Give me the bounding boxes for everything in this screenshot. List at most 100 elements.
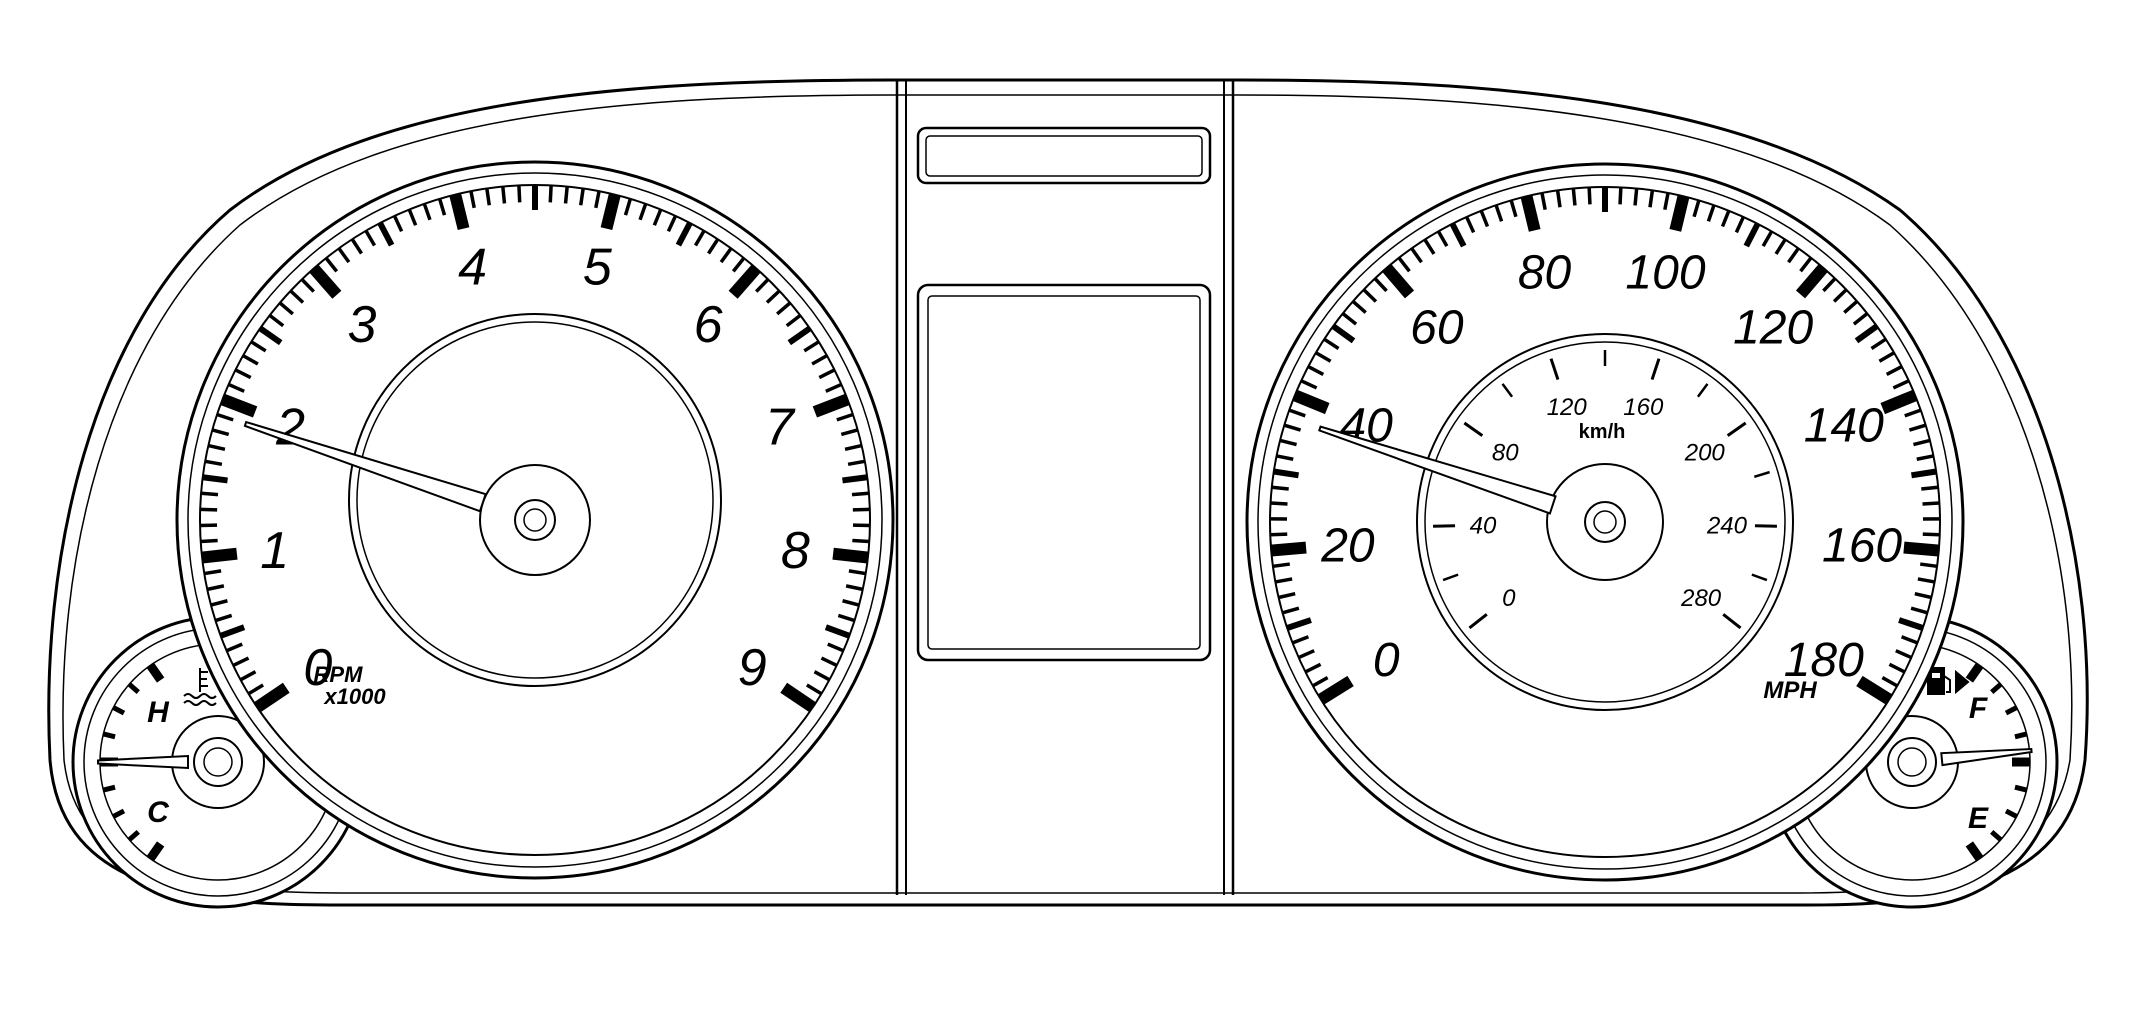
mph-minor-tick <box>1706 204 1716 222</box>
mph-minor-tick <box>1734 216 1745 234</box>
mph-minor-tick <box>1341 312 1358 326</box>
tacho-label-5: 5 <box>583 238 613 296</box>
temp-tick <box>102 731 116 740</box>
kmh-major-tick <box>1468 613 1488 630</box>
mph-minor-tick <box>1878 351 1895 363</box>
tacho-minor-tick <box>852 538 870 544</box>
mph-minor-tick <box>1351 300 1367 314</box>
info-display-window <box>916 283 1212 662</box>
mph-minor-tick <box>1910 606 1928 615</box>
tacho-minor-tick <box>289 289 305 304</box>
mph-minor-tick <box>1362 288 1378 303</box>
mph-minor-tick <box>1922 501 1940 506</box>
tacho-minor-tick <box>693 229 706 247</box>
mph-minor-tick <box>1881 676 1899 688</box>
speedometer-needle <box>1318 425 1557 515</box>
mph-minor-tick <box>1410 247 1423 264</box>
mph-minor-tick <box>1311 676 1329 688</box>
tacho-minor-tick <box>719 247 733 264</box>
tacho-minor-tick <box>469 190 476 209</box>
fuel-pump-icon <box>1927 667 1970 695</box>
tacho-minor-tick <box>813 670 831 682</box>
kmh-label-200: 200 <box>1684 439 1726 466</box>
mph-minor-tick <box>1509 199 1518 218</box>
mph-minor-tick <box>1291 635 1310 645</box>
tacho-minor-tick <box>638 203 648 221</box>
kmh-label-240: 240 <box>1706 513 1748 540</box>
kmh-major-tick <box>1726 421 1747 437</box>
tacho-minor-tick <box>206 584 225 592</box>
mph-major-tick <box>1270 541 1307 557</box>
mph-minor-tick <box>1540 192 1547 211</box>
kmh-major-tick <box>1650 358 1661 381</box>
tacho-mid-tick <box>824 624 851 639</box>
tacho-minor-tick <box>200 491 219 497</box>
mph-mid-tick <box>1449 222 1467 248</box>
tacho-minor-tick <box>242 354 259 366</box>
tacho-minor-tick <box>820 656 838 668</box>
tacho-minor-tick <box>350 238 363 255</box>
mph-label-120: 120 <box>1733 302 1813 355</box>
kmh-label-80: 80 <box>1492 439 1519 466</box>
tacho-major-tick <box>309 264 342 299</box>
tacho-mid-tick <box>675 221 693 247</box>
mph-label-0: 0 <box>1373 634 1400 687</box>
mph-minor-tick <box>1271 485 1289 491</box>
mph-minor-tick <box>1276 454 1294 461</box>
tacho-major-tick <box>220 393 258 418</box>
mph-minor-tick <box>1919 562 1938 569</box>
tacho-minor-tick <box>840 428 859 437</box>
tacho-minor-tick <box>300 278 316 293</box>
tacho-mid-tick <box>219 624 246 639</box>
tacho-minor-tick <box>517 185 522 203</box>
tacho-label-3: 3 <box>348 296 377 354</box>
tacho-minor-tick <box>805 683 823 696</box>
tacho-mid-tick <box>787 325 812 346</box>
mph-minor-tick <box>1323 337 1340 350</box>
temp-hot-label: H <box>147 696 170 729</box>
tacho-minor-tick <box>578 188 585 206</box>
tacho-minor-tick <box>234 368 252 380</box>
tacho-major-tick <box>812 393 850 418</box>
top-indicator-window <box>916 126 1212 185</box>
tacho-minor-tick <box>652 208 663 226</box>
mph-minor-tick <box>1587 187 1592 205</box>
tacho-minor-tick <box>250 340 267 353</box>
tacho-label-0: 0 <box>303 639 332 697</box>
mph-minor-tick <box>1571 188 1577 206</box>
mph-minor-tick <box>1787 247 1800 264</box>
mph-minor-tick <box>1908 423 1927 432</box>
tacho-minor-tick <box>827 642 845 653</box>
mph-minor-tick <box>1799 256 1813 273</box>
mph-label-180: 180 <box>1784 634 1864 687</box>
mph-minor-tick <box>1279 438 1297 447</box>
mph-minor-tick <box>1852 312 1869 326</box>
mph-minor-tick <box>1774 238 1787 255</box>
mph-minor-tick <box>1692 199 1701 218</box>
tacho-minor-tick <box>214 613 233 623</box>
tacho-major-tick <box>832 547 869 564</box>
mph-label-140: 140 <box>1804 400 1884 453</box>
tacho-minor-tick <box>204 459 223 467</box>
mph-minor-tick <box>1761 230 1774 247</box>
center-panel <box>895 80 1235 895</box>
tacho-label-9: 9 <box>738 639 767 697</box>
tacho-minor-tick <box>211 428 230 437</box>
tacho-minor-tick <box>232 656 250 668</box>
temp-tick <box>127 682 140 694</box>
tacho-minor-tick <box>200 538 218 544</box>
tacho-minor-tick <box>844 443 863 452</box>
mph-minor-tick <box>1921 485 1939 491</box>
tacho-mid-tick <box>842 474 868 484</box>
tacho-minor-tick <box>247 683 265 696</box>
mph-label-160: 160 <box>1822 519 1902 572</box>
tacho-minor-tick <box>776 301 792 316</box>
tacho-minor-tick <box>818 368 836 380</box>
kmh-label-0: 0 <box>1502 585 1516 612</box>
mph-minor-tick <box>1397 256 1411 273</box>
tacho-minor-tick <box>422 203 432 221</box>
mph-minor-tick <box>1870 337 1887 350</box>
mph-minor-tick <box>1885 365 1903 377</box>
tacho-minor-tick <box>837 613 856 623</box>
